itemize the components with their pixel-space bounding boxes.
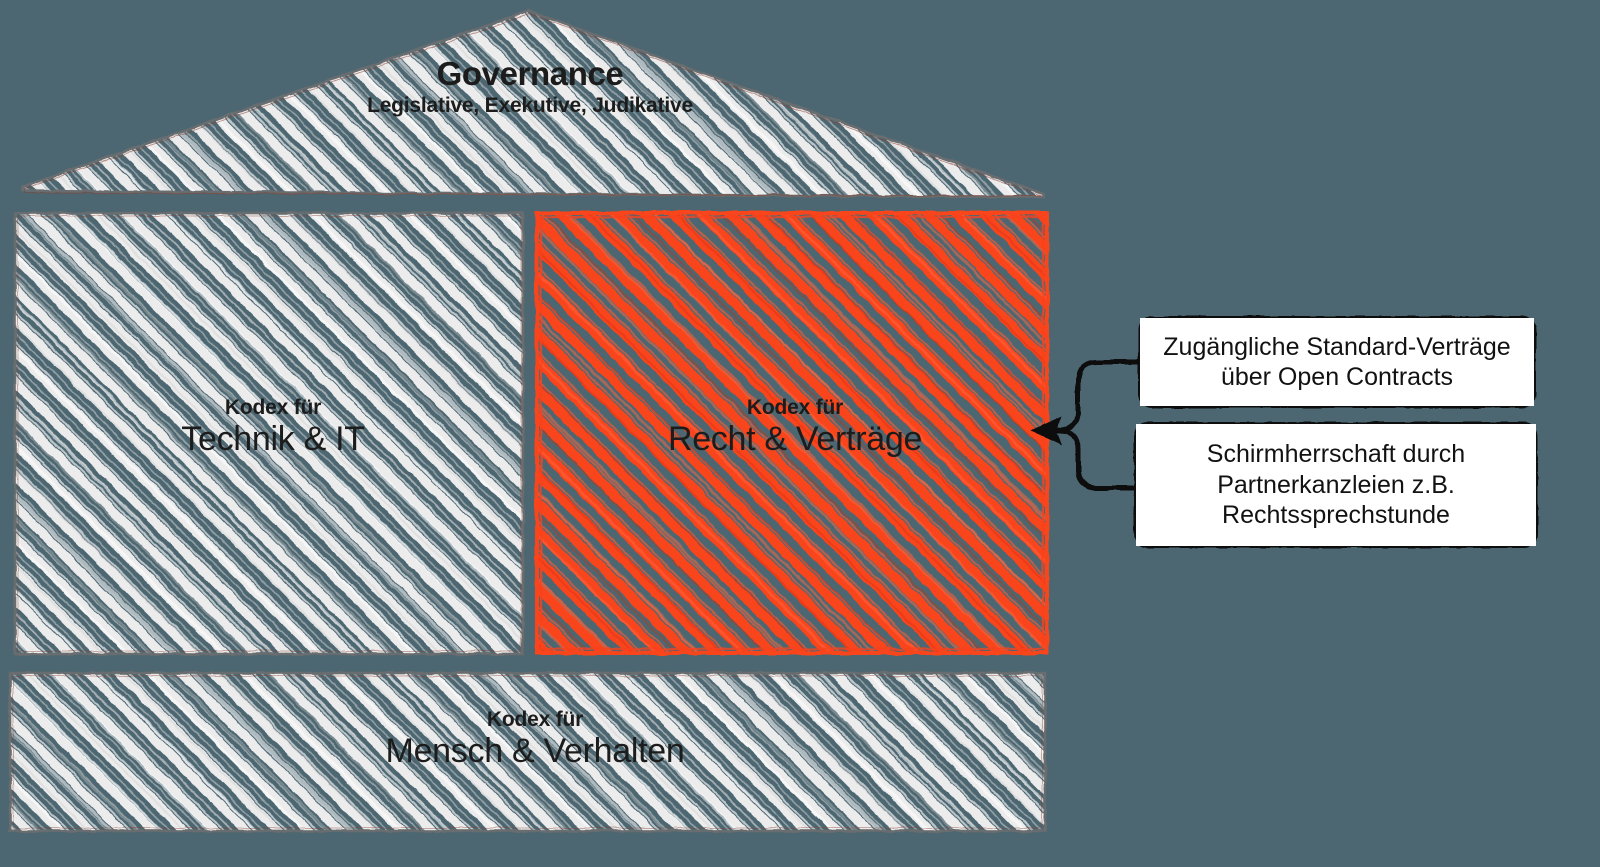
arrow-head-icon: [1031, 416, 1062, 445]
foundation-mensch-shape[interactable]: [8, 671, 1047, 833]
callout-2-line-2: Partnerkanzleien z.B.: [1217, 470, 1455, 499]
fork-arrow-icon: [1041, 359, 1146, 491]
callout-1-line-1: Zugängliche Standard-Verträge: [1163, 332, 1511, 361]
callout-open-contracts[interactable]: Zugängliche Standard-Verträge über Open …: [1140, 318, 1534, 406]
callout-1-line-2: über Open Contracts: [1220, 363, 1454, 391]
callout-2-line-1: Schirmherrschaft durch: [1206, 440, 1466, 469]
pillar-technik-shape[interactable]: [13, 211, 525, 656]
roof-shape[interactable]: [20, 9, 1045, 199]
pillar-recht-shape[interactable]: [535, 211, 1049, 655]
callout-2-line-3: Rechtssprechstunde: [1222, 501, 1450, 530]
callout-partnerkanzleien[interactable]: Schirmherrschaft durch Partnerkanzleien …: [1136, 424, 1536, 546]
